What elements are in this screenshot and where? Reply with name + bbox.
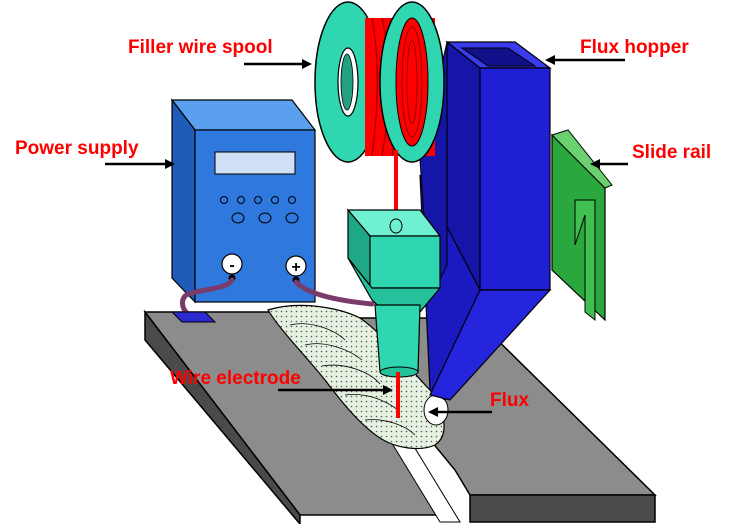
electrode-cable <box>293 279 375 307</box>
label-power-supply: Power supply <box>15 138 139 159</box>
ground-clamp <box>170 311 217 323</box>
svg-text:+: + <box>291 259 300 276</box>
ground-cable <box>179 277 235 317</box>
power-supply <box>170 98 317 304</box>
label-flux: Flux <box>490 390 530 411</box>
label-filler-wire-spool: Filler wire spool <box>128 37 273 58</box>
workpiece-plate-left <box>143 309 447 524</box>
label-flux-hopper: Flux hopper <box>580 37 689 58</box>
label-slide-rail: Slide rail <box>632 142 712 163</box>
slide-rail <box>551 129 613 322</box>
welding-nozzle <box>346 208 442 378</box>
label-wire-electrode: Wire electrode <box>170 368 301 389</box>
svg-text:-: - <box>229 257 234 274</box>
filler-wire-spool <box>314 1 445 163</box>
label-arrows <box>105 55 628 417</box>
